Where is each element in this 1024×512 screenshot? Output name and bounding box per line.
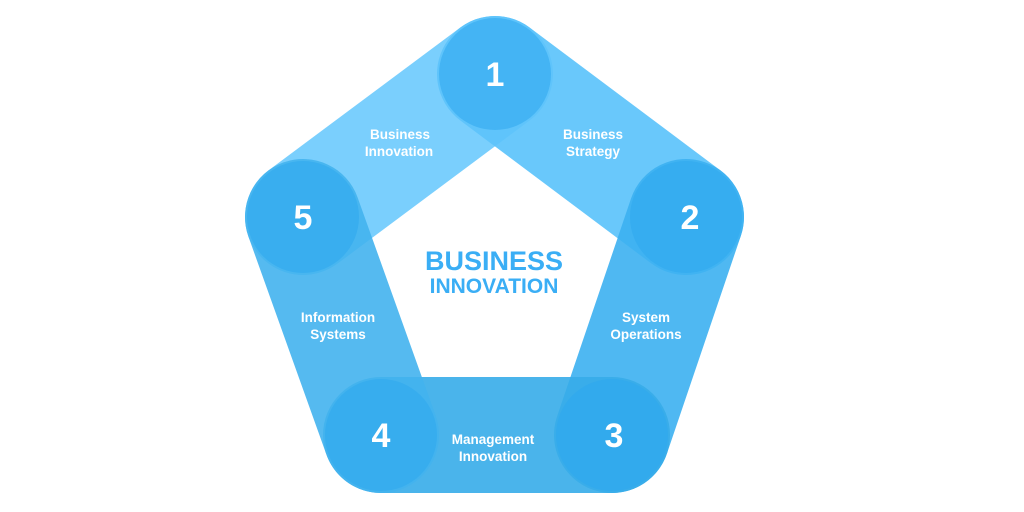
edge-labels: Business Innovation Business Strategy Sy… xyxy=(301,127,682,464)
edge-label-4-5-line1: Information xyxy=(301,310,375,325)
edge-label-3-4-line2: Innovation xyxy=(459,449,527,464)
edge-label-3-4-line1: Management xyxy=(452,432,535,447)
node-2: 2 xyxy=(630,161,742,273)
edge-label-1-2-line1: Business xyxy=(563,127,623,142)
center-title-line1: BUSINESS xyxy=(425,246,563,276)
edge-label-2-3: System Operations xyxy=(610,310,681,342)
center-title: BUSINESS INNOVATION xyxy=(425,246,563,298)
edge-label-4-5: Information Systems xyxy=(301,310,375,342)
edge-label-1-2: Business Strategy xyxy=(563,127,623,159)
edge-label-2-3-line2: Operations xyxy=(610,327,681,342)
edge-label-4-5-line2: Systems xyxy=(310,327,366,342)
nodes: 1 2 3 4 5 xyxy=(247,18,742,491)
node-5-circle xyxy=(247,161,359,273)
node-5-number: 5 xyxy=(294,199,313,237)
node-5: 5 xyxy=(247,161,359,273)
node-1-circle xyxy=(439,18,551,130)
edge-label-5-1-line2: Innovation xyxy=(365,144,433,159)
edge-label-5-1-line1: Business xyxy=(370,127,430,142)
edge-label-1-2-line2: Strategy xyxy=(566,144,621,159)
node-1-number: 1 xyxy=(486,56,505,94)
edge-label-5-1: Business Innovation xyxy=(365,127,433,159)
node-3-circle xyxy=(556,379,668,491)
node-3-number: 3 xyxy=(605,417,624,455)
node-2-number: 2 xyxy=(681,199,700,237)
node-1: 1 xyxy=(439,18,551,130)
edge-label-2-3-line1: System xyxy=(622,310,670,325)
edge-label-3-4: Management Innovation xyxy=(452,432,535,464)
node-3: 3 xyxy=(556,379,668,491)
center-title-line2: INNOVATION xyxy=(430,275,559,298)
node-4-number: 4 xyxy=(372,417,391,455)
node-4-circle xyxy=(325,379,437,491)
node-4: 4 xyxy=(325,379,437,491)
node-2-circle xyxy=(630,161,742,273)
